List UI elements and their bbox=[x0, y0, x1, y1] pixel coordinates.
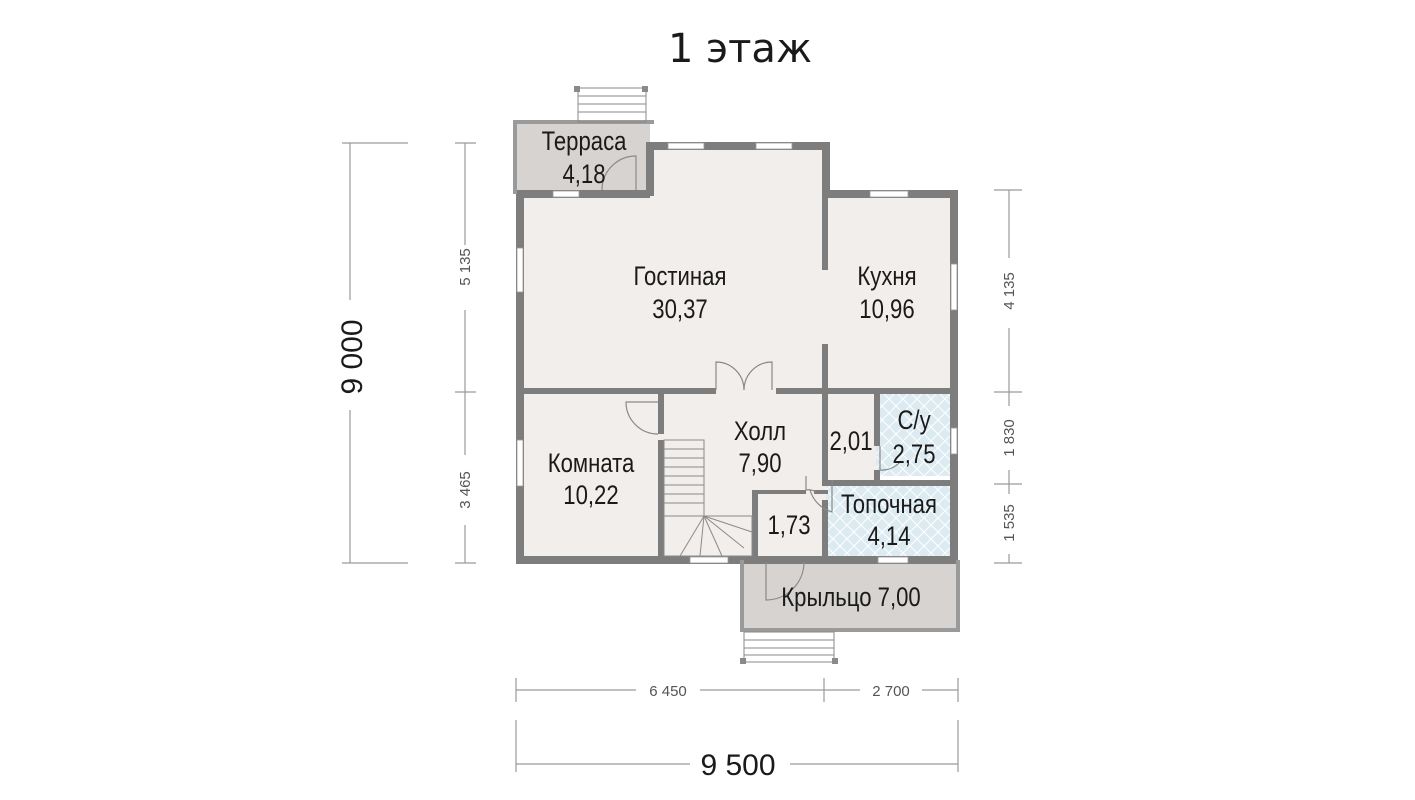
terrace-name: Терраса bbox=[542, 127, 627, 157]
kitchen-floor bbox=[826, 190, 958, 392]
doors bbox=[601, 155, 901, 601]
boiler-name: Топочная bbox=[841, 490, 937, 520]
terrace-steps bbox=[574, 86, 648, 123]
living-floor-upper bbox=[650, 146, 830, 206]
porch-steps bbox=[740, 631, 838, 664]
room-labels: Терраса 4,18 Гостиная 30,37 Кухня 10,96 … bbox=[542, 127, 937, 613]
corridor-area: 2,01 bbox=[829, 427, 872, 457]
kitchen-name: Кухня bbox=[857, 262, 916, 292]
boiler-floor bbox=[826, 484, 952, 560]
dim-left-top: 5 135 bbox=[457, 248, 474, 286]
hall-floor bbox=[516, 392, 826, 564]
left-dimensions: 9 000 5 135 3 465 bbox=[336, 142, 476, 564]
floor-fills bbox=[516, 122, 958, 630]
living-floor bbox=[516, 190, 826, 392]
hall-name: Холл bbox=[734, 417, 786, 447]
page-title: 1 этаж bbox=[668, 26, 812, 72]
dim-total-height: 9 000 bbox=[336, 319, 369, 394]
right-dimensions: 4 135 1 830 1 535 bbox=[994, 189, 1022, 564]
porch-floor bbox=[742, 562, 958, 630]
porch-label: Крыльцо 7,00 bbox=[781, 583, 920, 613]
corridor-floor bbox=[826, 392, 878, 484]
windows bbox=[516, 142, 958, 564]
dim-total-width: 9 500 bbox=[700, 749, 775, 782]
dim-right-bottom: 1 535 bbox=[1001, 504, 1018, 542]
wc-name: С/у bbox=[897, 406, 931, 436]
bottom-dimensions: 6 450 2 700 9 500 bbox=[515, 678, 959, 782]
wc-area: 2,75 bbox=[892, 440, 935, 470]
dim-left-bottom: 3 465 bbox=[457, 471, 474, 509]
terrace-area: 4,18 bbox=[562, 160, 605, 190]
kitchen-area: 10,96 bbox=[859, 295, 914, 325]
walls bbox=[513, 120, 960, 632]
hall-area: 7,90 bbox=[738, 449, 781, 479]
room-area: 10,22 bbox=[563, 481, 618, 511]
vestibule-area: 1,73 bbox=[767, 511, 810, 541]
dim-right-mid: 1 830 bbox=[1001, 419, 1018, 457]
living-area: 30,37 bbox=[652, 295, 707, 325]
boiler-area: 4,14 bbox=[867, 522, 910, 552]
staircase bbox=[663, 439, 753, 557]
dim-bottom-left: 6 450 bbox=[649, 683, 687, 700]
room-name: Комната bbox=[548, 449, 635, 479]
wc-floor bbox=[876, 394, 952, 476]
dim-right-top: 4 135 bbox=[1001, 272, 1018, 310]
dim-bottom-right: 2 700 bbox=[872, 683, 910, 700]
living-name: Гостиная bbox=[634, 262, 727, 292]
